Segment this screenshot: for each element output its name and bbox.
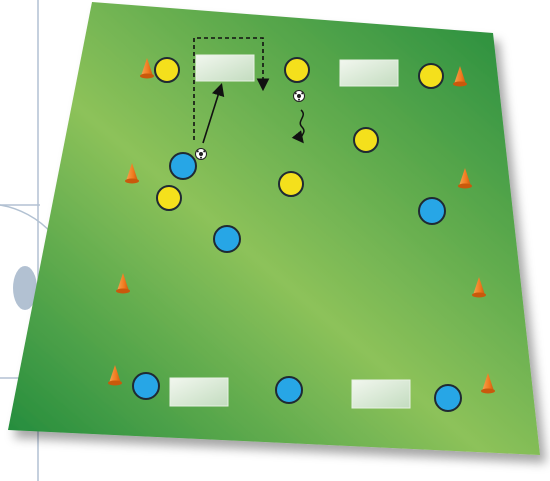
cone-icon	[453, 66, 467, 87]
soccer-ball-icon	[293, 90, 305, 102]
yellow-player	[418, 63, 444, 89]
cone-icon	[140, 58, 154, 79]
yellow-player	[156, 185, 182, 211]
yellow-player	[353, 127, 379, 153]
blue-player	[213, 225, 241, 253]
yellow-player	[284, 57, 310, 83]
mini-goal	[351, 379, 411, 409]
blue-player	[434, 384, 462, 412]
cone-icon	[472, 277, 486, 298]
pitch	[8, 2, 540, 455]
cone-icon	[481, 373, 495, 394]
mini-goal	[169, 377, 229, 407]
yellow-team	[154, 57, 444, 211]
pass-arrow	[202, 82, 225, 144]
mini-goal	[195, 54, 255, 82]
mini-goals	[169, 54, 411, 409]
dribble-path	[291, 109, 305, 144]
cone-icon	[125, 163, 139, 184]
run-path-dashed	[193, 37, 270, 140]
blue-player	[418, 197, 446, 225]
cone-icon	[116, 273, 130, 294]
blue-player	[275, 376, 303, 404]
mini-goal	[339, 59, 399, 87]
cone-icon	[108, 365, 122, 386]
blue-player	[132, 372, 160, 400]
blue-team	[132, 152, 462, 412]
yellow-player	[278, 171, 304, 197]
blue-player	[169, 152, 197, 180]
soccer-ball-icon	[195, 148, 207, 160]
cones	[108, 58, 495, 394]
cone-icon	[458, 168, 472, 189]
yellow-player	[154, 57, 180, 83]
